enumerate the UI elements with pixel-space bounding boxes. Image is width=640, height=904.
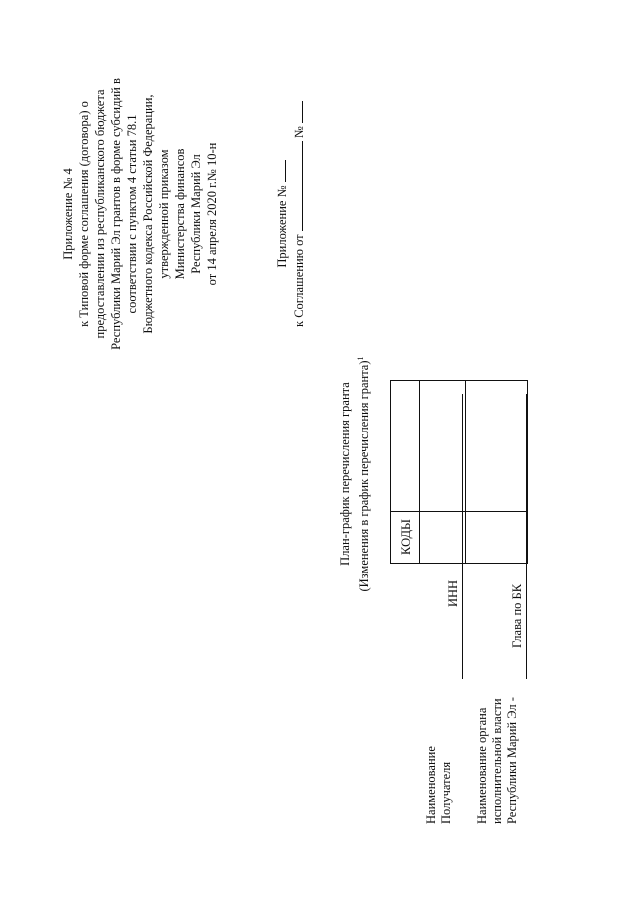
appendix-line: Бюджетного кодекса Российской Федерации, <box>141 94 155 334</box>
appendix-line: Приложение № 4 <box>61 168 75 260</box>
authority-label: Наименование органа исполнительной власт… <box>475 697 519 824</box>
agreement-date-blank <box>290 141 303 232</box>
recipient-label: Наименование Получателя <box>424 746 453 824</box>
appendix-line: Министерства финансов <box>173 148 187 280</box>
codes-table: КОДЫ <box>390 380 528 564</box>
appendix-block: Приложение № 4 к Типовой форме соглашени… <box>60 64 220 364</box>
title-sub: (Изменения в график перечисления гранта)… <box>356 356 372 592</box>
agreement-reference: Приложение № к Соглашению от № <box>273 84 307 344</box>
appendix-line: Республики Марий Эл грантов в форме субс… <box>109 78 123 350</box>
codes-header: КОДЫ <box>399 519 413 555</box>
appendix-line: Республики Марий Эл <box>189 154 203 274</box>
appendix-line: к Типовой форме соглашения (договора) о <box>77 101 91 327</box>
agreement-number-blank <box>290 101 303 124</box>
appendix-line: утвержденной приказом <box>157 149 171 279</box>
reference-line-2: к Соглашению от № <box>290 84 307 344</box>
footnote-mark: 1 <box>356 356 365 361</box>
reference-line-1: Приложение № <box>273 84 290 344</box>
appendix-line: от 14 апреля 2020 г.№ 10-н <box>205 142 219 286</box>
inn-label: ИНН <box>446 579 460 607</box>
appendix-line: предоставлении из республиканского бюдже… <box>93 89 107 339</box>
codes-divider-1 <box>419 381 420 563</box>
title-main: План-график перечисления гранта <box>338 382 352 566</box>
budget-code-label: Глава по БК <box>510 583 524 648</box>
appendix-line: соответствии с пунктом 4 статьи 78.1 <box>125 114 139 314</box>
appendix-number-blank <box>273 160 286 183</box>
document-title: План-график перечисления гранта (Изменен… <box>337 304 372 644</box>
codes-divider-2 <box>465 381 466 563</box>
